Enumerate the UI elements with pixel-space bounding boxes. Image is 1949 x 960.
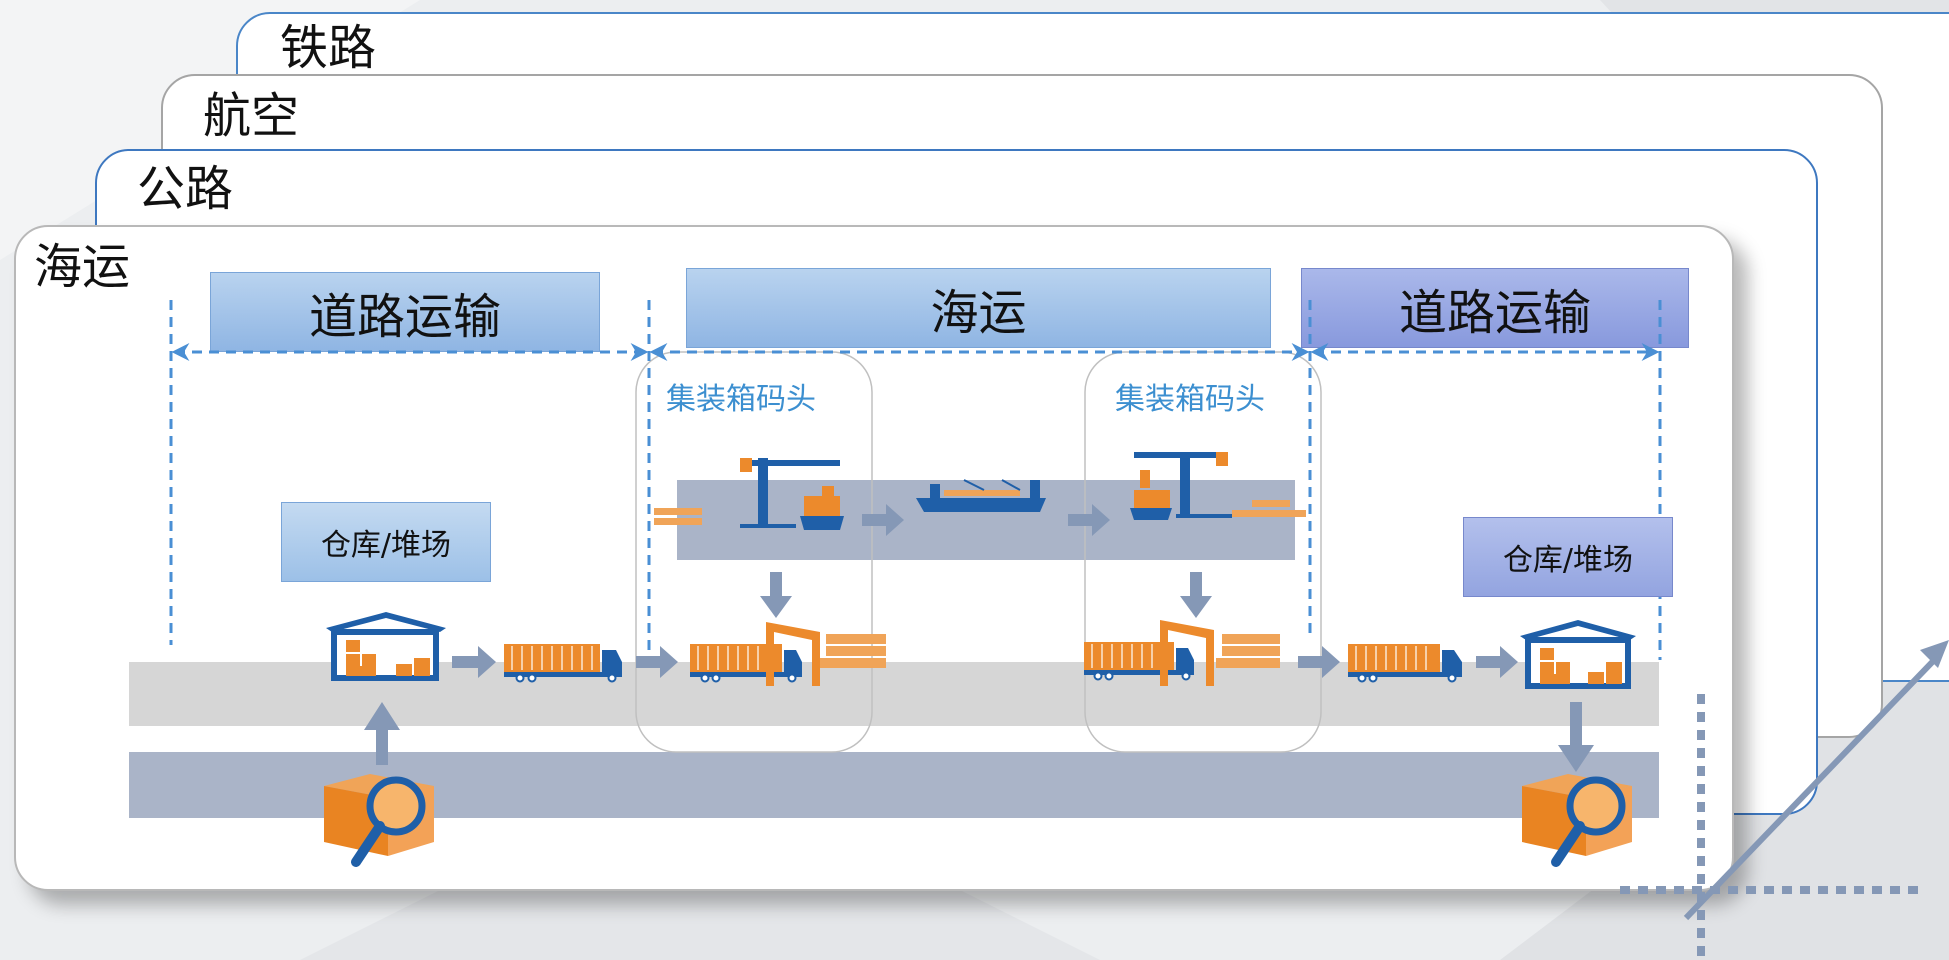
warehouse-left-label: 仓库/堆场 xyxy=(281,502,491,582)
truck-icon-2 xyxy=(690,644,802,683)
segment-boundaries xyxy=(169,300,1662,660)
tracking-box-left-icon xyxy=(324,774,434,867)
segment-road-right: 道路运输 xyxy=(1301,268,1689,348)
rail-layer-label: 铁路 xyxy=(280,20,377,76)
quay-crane-left-icon xyxy=(654,458,844,530)
warehouse-left-icon xyxy=(326,612,446,681)
air-layer-label: 航空 xyxy=(203,88,300,144)
truck-icon-1 xyxy=(504,644,622,683)
flow-arrows xyxy=(364,504,1594,772)
segment-sea: 海运 xyxy=(686,268,1271,348)
container-yard-right-icon xyxy=(1160,620,1280,686)
truck-icon-3 xyxy=(1084,642,1194,681)
terminal-left-label: 集装箱码头 xyxy=(666,382,816,417)
tracking-box-right-icon xyxy=(1522,774,1632,867)
warehouse-right-icon xyxy=(1520,620,1636,689)
truck-icon-4 xyxy=(1348,644,1462,683)
quay-crane-right-icon xyxy=(1130,452,1306,520)
terminal-right-label: 集装箱码头 xyxy=(1115,382,1265,417)
container-yard-left-icon xyxy=(766,622,886,686)
warehouse-right-label: 仓库/堆场 xyxy=(1463,517,1673,597)
cargo-ship-icon xyxy=(916,479,1046,512)
axis-decoration xyxy=(1620,640,1949,960)
road-layer-label: 公路 xyxy=(137,161,234,217)
sea-layer-label: 海运 xyxy=(34,239,131,295)
